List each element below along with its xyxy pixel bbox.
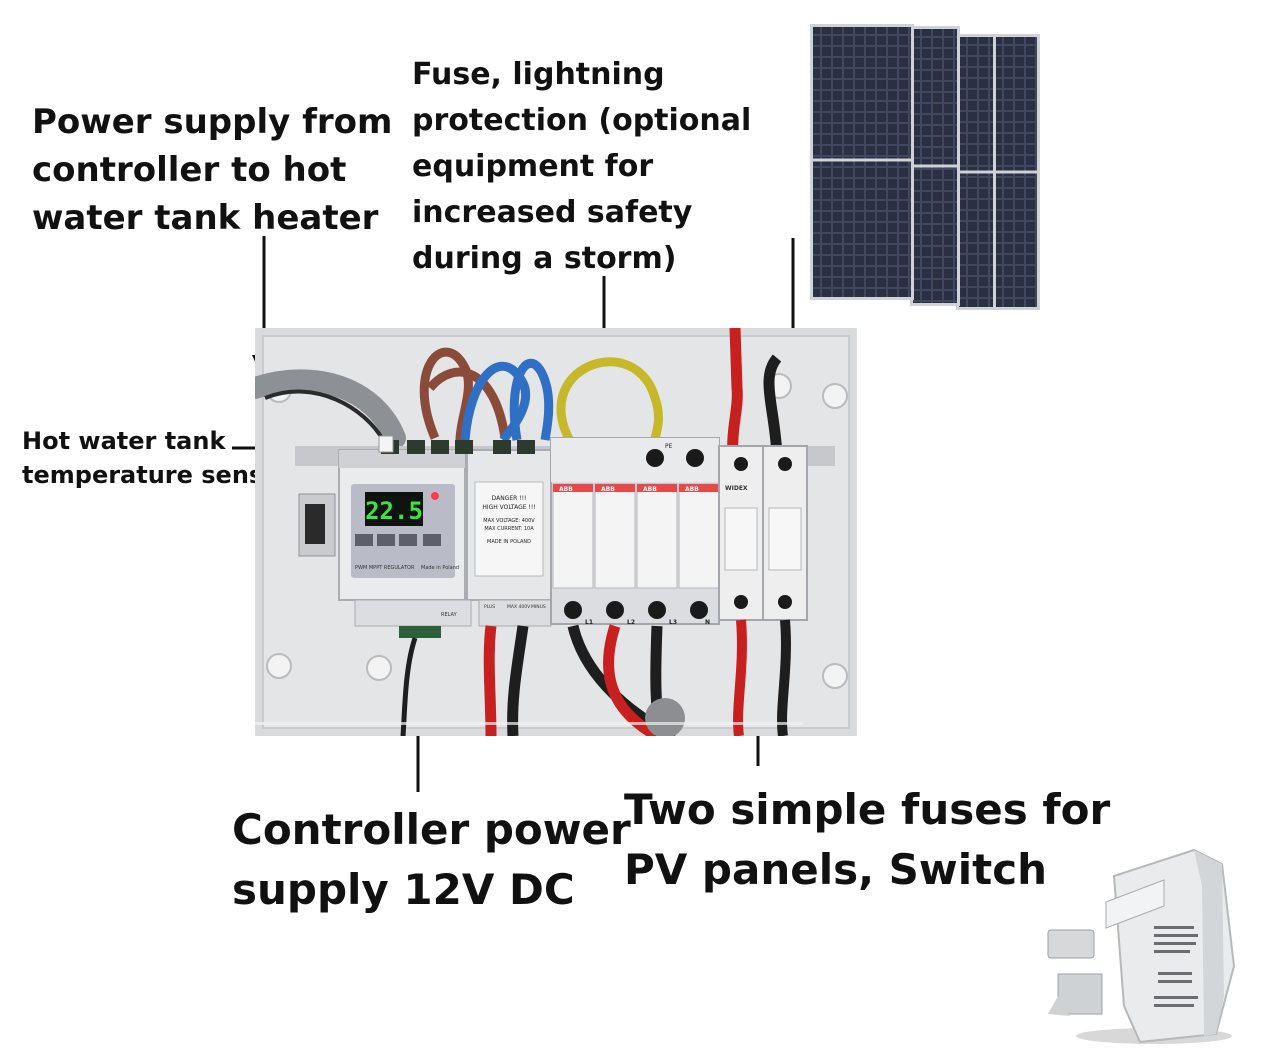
spd-terminal-label: N [705, 619, 710, 626]
pe-label: PE [665, 443, 673, 450]
danger-line: MAX VOLTAGE: 400V [483, 518, 535, 524]
gray-cable [255, 369, 406, 449]
pv-fuse-holders: WIDEX [718, 445, 808, 621]
solar-panel [956, 34, 996, 310]
bottom-terminal-label: MAX 400V [507, 604, 531, 610]
spd-brand: ABB [685, 486, 699, 493]
solar-panel [810, 24, 914, 300]
label-power-supply: Power supply from controller to hot wate… [32, 102, 393, 238]
regulator-module: 22.5 PWM MPPT REGULATOR Made in Poland [298, 449, 466, 601]
bottom-terminals: RELAY PLUS MAX 400V MINUS [354, 599, 552, 638]
solar-panels-image [810, 24, 1040, 310]
danger-module: DANGER !!! HIGH VOLTAGE !!! MAX VOLTAGE:… [466, 449, 552, 601]
danger-line: MADE IN POLAND [487, 539, 531, 545]
regulator-made-in: Made in Poland [421, 565, 459, 571]
spd-terminal-label: L3 [669, 619, 677, 626]
solar-panel [992, 34, 1040, 310]
regulator-name: PWM MPPT REGULATOR [355, 565, 415, 571]
danger-line: MAX CURRENT: 10A [484, 526, 534, 532]
label-controller-power: Controller power supply 12V DC [232, 805, 631, 914]
red-cable [727, 328, 743, 457]
display-readout: 22.5 [365, 497, 423, 525]
spd-brand: ABB [643, 486, 657, 493]
spd-brand: ABB [601, 486, 615, 493]
label-two-fuses: Two simple fuses for PV panels, Switch [624, 785, 1111, 894]
label-temperature-sensor: Hot water tank temperature sensor [22, 427, 292, 489]
spd-terminal-label: L1 [585, 619, 593, 626]
danger-line: HIGH VOLTAGE !!! [482, 504, 535, 511]
control-box-photo: 22.5 PWM MPPT REGULATOR Made in Poland D… [255, 328, 857, 736]
fuse-brand: WIDEX [725, 485, 748, 492]
bottom-terminal-label: PLUS [484, 604, 495, 610]
red-output-cable [483, 625, 497, 736]
label-fuse-protection: Fuse, lightning protection (optional equ… [412, 57, 752, 276]
brown-wire [419, 347, 473, 441]
yellow-green-wire [556, 357, 663, 449]
relay-label: RELAY [441, 612, 458, 618]
fuse-holder-image [1047, 848, 1236, 1044]
bottom-terminal-label: MINUS [531, 604, 546, 610]
surge-protection-device: PE ABB ABB ABB ABB L1 L2 L3 N [550, 437, 720, 626]
spd-brand: ABB [559, 486, 573, 493]
spd-terminal-label: L2 [627, 619, 635, 626]
solar-panel [910, 26, 960, 306]
danger-line: DANGER !!! [492, 495, 527, 502]
